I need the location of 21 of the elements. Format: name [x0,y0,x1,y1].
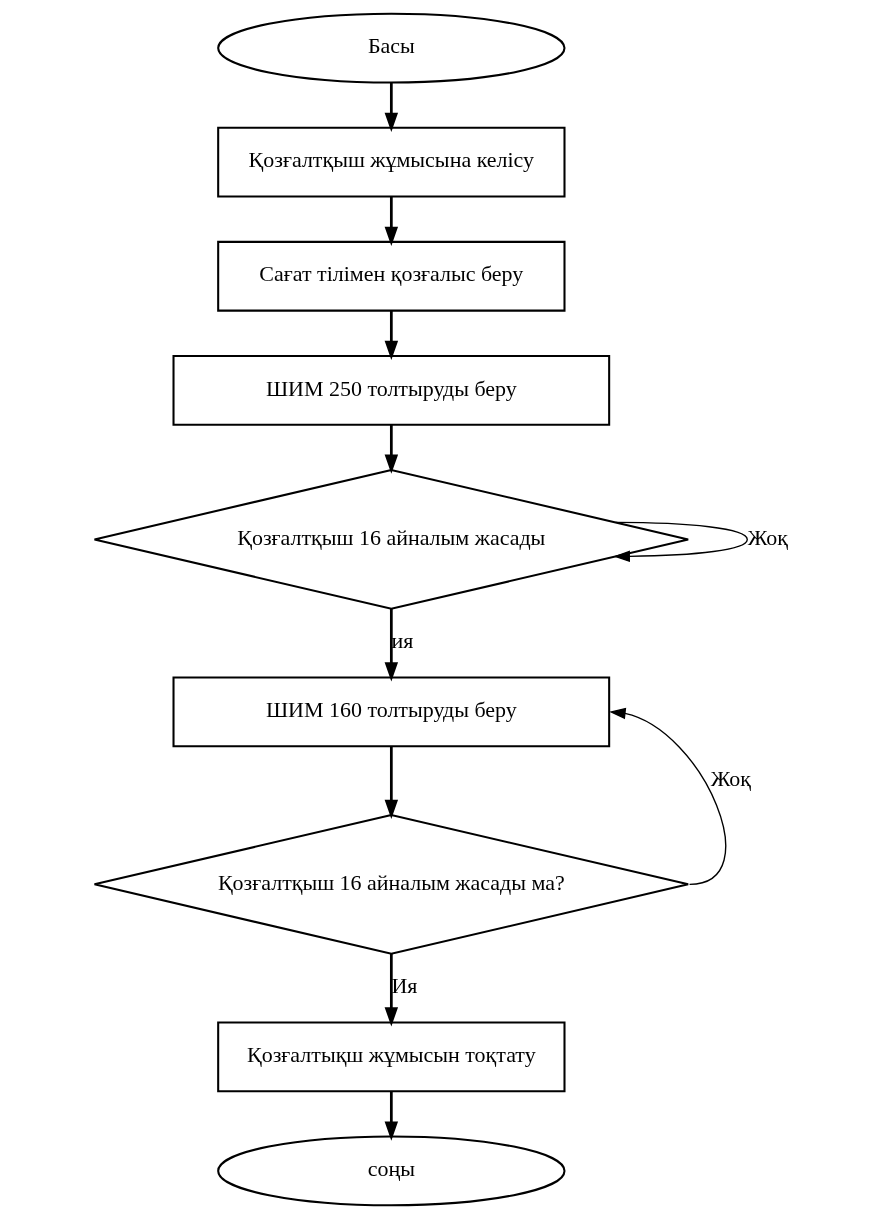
arrow [384,196,399,247]
node-diamond: Қозғалтқыш 16 айналым жасады ма? [93,813,690,955]
node-box: ШИМ 250 толтыруды беру [172,354,611,426]
node-box: Қозғалтықш жұмысын тоқтату [217,1021,566,1093]
node-ellipse: соңы [217,1135,566,1207]
node-box: ШИМ 160 толтыруды беру [172,676,611,748]
arrow [384,311,399,361]
node-diamond: Қозғалтқыш 16 айналым жасады [93,468,690,610]
arrow [613,521,748,563]
node-ellipse: Басы [217,12,566,84]
edge-label: Жоқ [710,765,751,791]
node-box: Сағат тілімен қозғалыс беру [217,240,566,312]
edge-label: Жоқ [747,524,789,550]
arrow [384,746,399,819]
arrow [384,82,399,132]
arrow [384,1091,399,1141]
arrow [384,953,399,1027]
node-box: Қозғалтқыш жұмысына келісу [217,126,566,198]
arrow [609,707,727,886]
arrow [384,608,399,682]
arrow [384,424,399,474]
